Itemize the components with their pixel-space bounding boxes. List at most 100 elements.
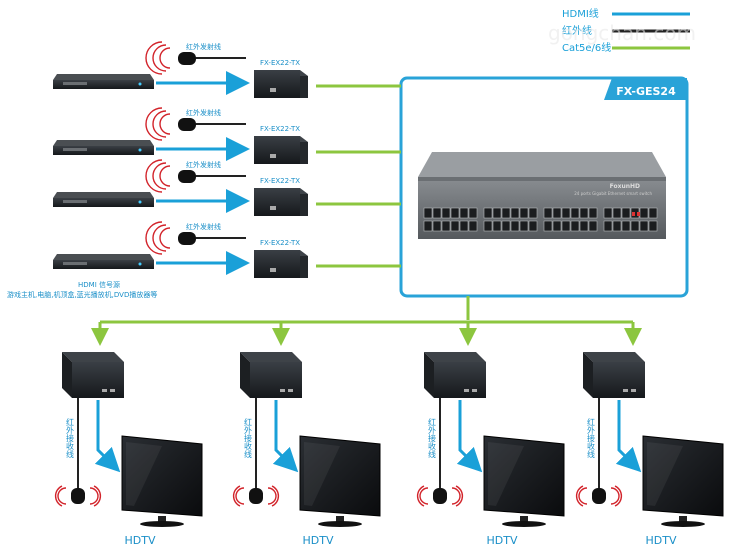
ir-rx-label: 红外接收线	[66, 417, 75, 458]
tv-stand	[502, 521, 546, 527]
switch-port	[432, 220, 442, 232]
ir-wave	[232, 485, 241, 507]
tv-stand	[318, 521, 362, 527]
hdtv-label: HDTV	[487, 534, 518, 547]
device-top	[53, 140, 154, 146]
tv-screen	[483, 435, 565, 517]
device-front	[53, 260, 154, 269]
ir-wave	[145, 159, 163, 193]
switch-port	[648, 207, 658, 219]
rx-top	[240, 352, 302, 362]
ir-emitter: 红外发射线	[145, 221, 246, 255]
switch-port	[510, 207, 520, 219]
ir-wave	[152, 162, 167, 190]
rx-port	[623, 389, 628, 392]
hdmi-source-device	[53, 254, 154, 269]
source-row: 红外发射线 FX-EX22-TX	[53, 159, 308, 216]
ir-wave	[159, 47, 171, 69]
rx-left	[424, 352, 434, 398]
tv-screen	[299, 435, 381, 517]
rx-port	[464, 389, 469, 392]
ir-rx-label: 红外接收线	[428, 417, 437, 458]
ir-receiver	[54, 485, 102, 507]
source-rows: 红外发射线FX-EX22-TX红外发射线FX-EX22-TX红外发射线FX-EX…	[53, 41, 308, 278]
switch-port	[441, 220, 451, 232]
ir-emitter: 红外发射线	[145, 159, 246, 193]
switch-port	[621, 220, 631, 232]
rx-extender	[62, 352, 124, 398]
legend-hdmi-label: HDMI线	[562, 7, 599, 20]
switch-port	[603, 220, 613, 232]
rx-front	[72, 362, 124, 398]
hdmi-source-device	[53, 140, 154, 155]
switch-port	[501, 207, 511, 219]
switch-port	[483, 207, 493, 219]
receiver-column: 红外接收线 HDTV	[416, 352, 565, 547]
ir-wave	[89, 487, 99, 505]
legend-cat-label: Cat5e/6线	[562, 41, 611, 54]
rx-port	[102, 389, 107, 392]
ir-receiver	[416, 485, 464, 507]
tv-stand	[140, 521, 184, 527]
switch-port	[528, 207, 538, 219]
tx-port	[270, 268, 276, 272]
rx-top	[62, 352, 124, 362]
tv-glare	[304, 442, 340, 506]
switch-subtitle: 24 ports Gigabit Ethernet smart switch	[574, 191, 652, 196]
ir-receiver-head	[249, 488, 263, 504]
hdmi-source-device	[53, 192, 154, 207]
ir-wave	[235, 487, 245, 505]
ir-wave	[267, 487, 277, 505]
ir-emitter: 红外发射线	[145, 107, 246, 141]
device-front	[53, 146, 154, 155]
legend: HDMI线 红外线 Cat5e/6线 gongchan.com	[548, 7, 696, 54]
hdtv-monitor: HDTV	[642, 435, 724, 547]
device-led	[138, 262, 142, 266]
switch-port	[492, 220, 502, 232]
tv-screen	[121, 435, 203, 517]
hdtv-label: HDTV	[646, 534, 677, 547]
hdtv-monitor: HDTV	[483, 435, 565, 547]
switch-title-tab	[604, 78, 687, 100]
switch-port	[483, 220, 493, 232]
device-top	[53, 254, 154, 260]
rx-top	[583, 352, 645, 362]
tx-body	[254, 188, 300, 216]
ir-wave	[610, 487, 620, 505]
switch-port	[570, 220, 580, 232]
cat-cables	[91, 84, 642, 346]
source-caption-line1: HDMI 信号源	[78, 280, 120, 289]
ir-emitter: 红外发射线	[145, 41, 246, 75]
tx-extender: FX-EX22-TX	[254, 177, 308, 216]
hdtv-label: HDTV	[125, 534, 156, 547]
switch-port	[579, 220, 589, 232]
switch-port	[519, 207, 529, 219]
ir-wave	[159, 165, 171, 187]
rx-port	[110, 389, 115, 392]
rx-port	[472, 389, 477, 392]
ir-wave	[451, 487, 461, 505]
tv-stand	[661, 521, 705, 527]
tx-model-label: FX-EX22-TX	[260, 177, 300, 185]
rx-left	[62, 352, 72, 398]
device-slot	[63, 148, 87, 151]
device-slot	[63, 262, 87, 265]
hdtv-monitor: HDTV	[121, 435, 203, 547]
device-slot	[63, 82, 87, 85]
switch-port	[519, 220, 529, 232]
ir-wave	[152, 110, 167, 138]
switch-port	[450, 207, 460, 219]
switch-port	[543, 220, 553, 232]
hdmi-cable	[272, 400, 299, 473]
switch-frame	[399, 76, 689, 298]
tx-extender: FX-EX22-TX	[254, 59, 308, 98]
device-top	[53, 192, 154, 198]
tv-glare	[647, 442, 683, 506]
ir-receiver	[232, 485, 280, 507]
tx-extender: FX-EX22-TX	[254, 125, 308, 164]
switch-title: FX-GES24	[616, 85, 676, 98]
